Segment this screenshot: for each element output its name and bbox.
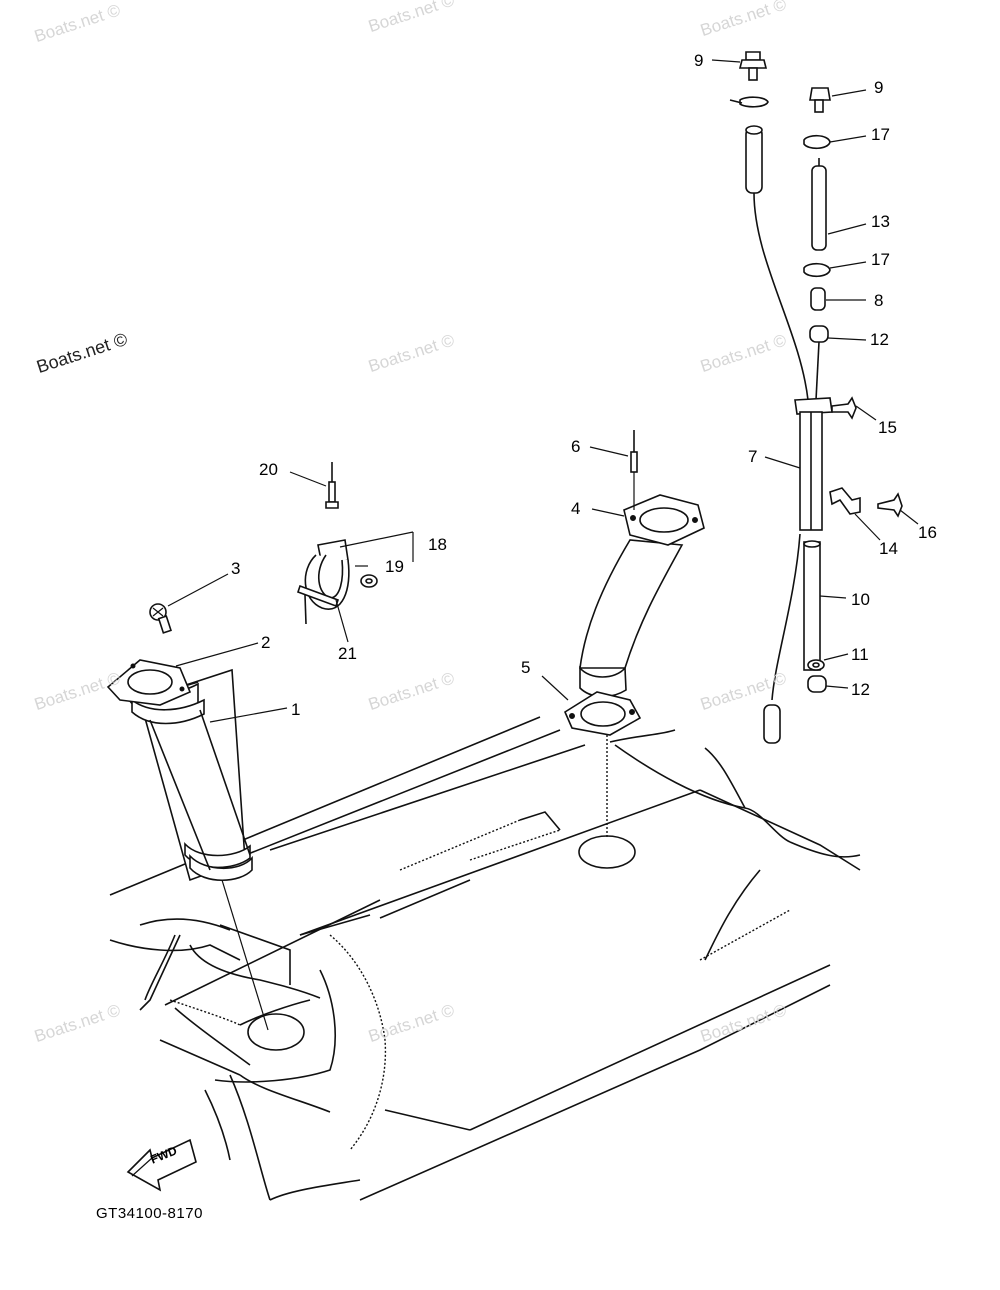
callout-10: 10 [851, 590, 870, 609]
callout-21: 21 [338, 644, 357, 663]
callout-18: 18 [428, 535, 447, 554]
leader-1 [209, 707, 288, 723]
callout-14: 14 [879, 539, 898, 558]
callout-15: 15 [878, 418, 897, 437]
ventilation-duct-1 [106, 659, 269, 1031]
leader-2 [175, 642, 259, 667]
diagram-code: GT34100-8170 [96, 1205, 203, 1222]
callout-13: 13 [871, 212, 890, 231]
callout-2: 2 [261, 633, 271, 652]
callout-20: 20 [259, 460, 278, 479]
callout-9-left: 9 [694, 51, 704, 70]
callout-16: 16 [918, 523, 937, 542]
gasket-5 [541, 675, 642, 838]
callout-19: 19 [385, 557, 404, 576]
callout-12-lower: 12 [851, 680, 870, 699]
screw-3 [149, 573, 229, 634]
callout-5: 5 [521, 658, 531, 677]
callout-17-lower: 17 [871, 250, 890, 269]
callout-7: 7 [748, 447, 758, 466]
callout-17-upper: 17 [871, 125, 890, 144]
callout-4: 4 [571, 499, 581, 518]
callout-11: 11 [851, 645, 869, 664]
callout-12-upper: 12 [870, 330, 889, 349]
callout-8: 8 [874, 291, 884, 310]
callout-3: 3 [231, 559, 241, 578]
fwd-arrow-icon [126, 1138, 197, 1192]
bent-duct-4 [579, 430, 705, 698]
hull-outline [109, 716, 861, 1201]
callout-6: 6 [571, 437, 581, 456]
callout-1: 1 [291, 700, 301, 719]
hose-assembly [711, 51, 919, 744]
clamp-assembly-18 [289, 462, 414, 643]
callout-9-right: 9 [874, 78, 884, 97]
